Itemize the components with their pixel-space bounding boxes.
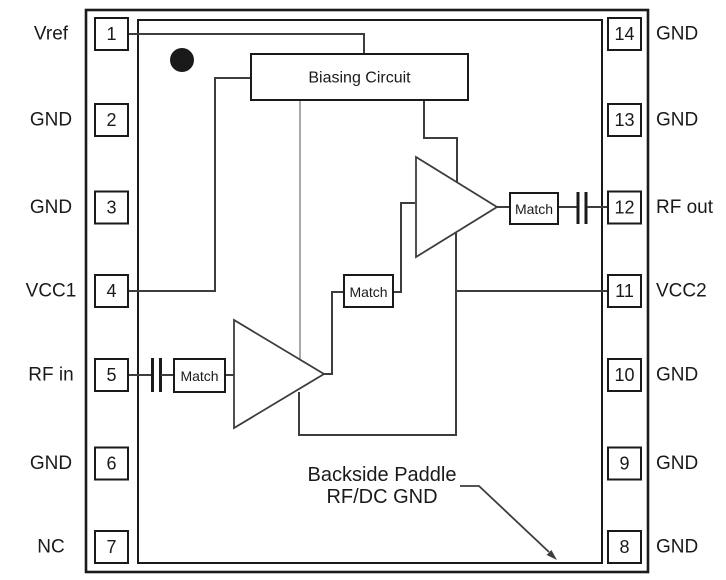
pin-box-right-7 [607,530,642,564]
pin-label-right-3: RF out [656,197,714,218]
wire-ground-return [298,233,457,436]
pin-box-right-6 [607,446,642,481]
pin-box-right-2 [607,103,642,137]
pin-label-left-6: GND [30,453,72,474]
wire-amp1-to-interstage-match [324,291,344,375]
biasing-circuit-block [250,53,469,101]
wire-biasing-to-amp2 [423,100,458,182]
interstage-match-label: Match [349,284,387,300]
pin-label-left-2: GND [30,110,72,131]
amplifier-stage2-symbol [415,155,499,259]
pin-box-right-5 [607,358,642,392]
wire-interstage-match-to-amp2 [393,202,415,293]
pin-label-left-1: Vref [34,24,69,45]
interstage-match-block [343,274,394,308]
pin-label-right-2: GND [656,110,698,131]
pin-box-left-5 [94,358,129,392]
pin-number-left-3: 3 [106,198,116,218]
biasing-circuit-label: Biasing Circuit [308,70,411,87]
pin-number-right-4: 11 [615,281,634,301]
pin-box-left-4 [94,274,129,308]
pin-box-right-3 [607,190,642,225]
pin-number-right-5: 10 [614,365,634,385]
pin-number-right-6: 9 [619,454,629,474]
input-match-label: Match [180,368,218,384]
wire-pin1-to-biasing [128,33,365,54]
backside-paddle-arrowhead-icon [546,550,557,560]
pin-box-left-6 [94,446,129,481]
wire-pin4-to-biasing [128,77,251,292]
pin-label-left-7: NC [37,537,64,558]
pin-label-right-7: GND [656,537,698,558]
pin1-indicator-dot [170,48,194,72]
backside-paddle-note-line2: RF/DC GND [326,486,437,508]
pin-number-right-1: 14 [614,24,634,44]
input-match-block [173,358,226,393]
backside-paddle-leader-line [460,485,550,553]
pin-label-right-6: GND [656,453,698,474]
pin-label-left-5: RF in [28,365,73,386]
package-outline [84,8,650,574]
pin-box-right-1 [607,17,642,51]
backside-paddle-note-line1: Backside Paddle [308,464,457,486]
output-match-block [509,192,559,225]
pin-label-left-4: VCC1 [26,281,77,302]
pin-number-left-6: 6 [106,454,116,474]
input-capacitor-icon [151,358,162,392]
pin-label-right-1: GND [656,24,698,45]
pin-box-left-1 [94,17,129,51]
pin-label-right-5: GND [656,365,698,386]
pin-number-left-5: 5 [106,365,116,385]
output-capacitor-icon [576,192,588,224]
pin-number-left-1: 1 [106,24,116,44]
pin-number-right-2: 13 [614,110,634,130]
pin-box-left-2 [94,103,129,137]
pin-box-left-3 [94,190,129,225]
output-match-label: Match [515,201,553,217]
pin-number-left-2: 2 [106,110,116,130]
pin-label-left-3: GND [30,197,72,218]
pin-number-right-7: 8 [619,537,629,557]
pin-box-right-4 [607,274,642,308]
amplifier-stage1-symbol [233,318,326,430]
pin-label-right-4: VCC2 [656,281,707,302]
pin-number-left-7: 7 [106,537,116,557]
pin-box-left-7 [94,530,129,564]
pin-number-left-4: 4 [106,281,116,301]
pin-number-right-3: 12 [614,198,634,218]
